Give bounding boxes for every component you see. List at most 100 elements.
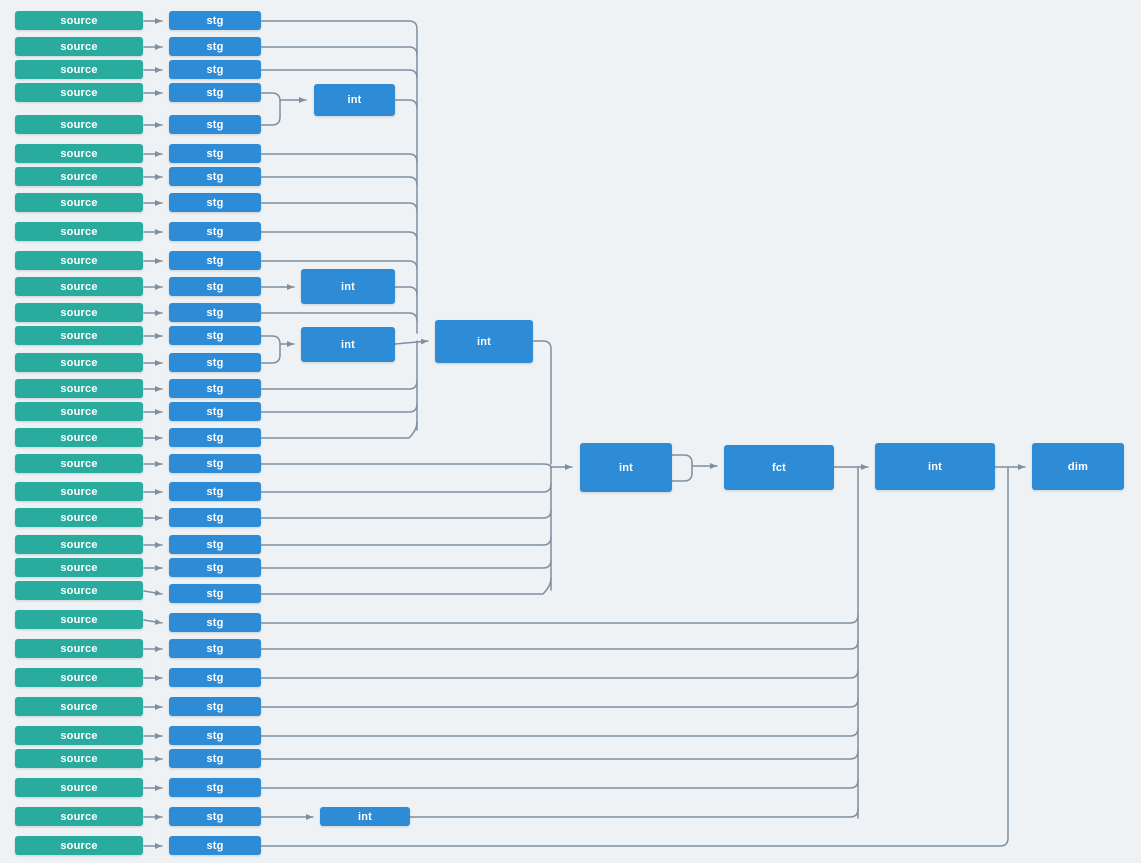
source-node[interactable]: source [15,610,143,629]
staging-node[interactable]: stg [169,454,261,473]
intermediate-node[interactable]: int [301,269,395,304]
staging-node[interactable]: stg [169,83,261,102]
source-node[interactable]: source [15,778,143,797]
staging-node[interactable]: stg [169,11,261,30]
node-label: stg [206,700,224,713]
node-label: stg [206,616,224,629]
source-node[interactable]: source [15,379,143,398]
staging-node[interactable]: stg [169,508,261,527]
staging-node[interactable]: stg [169,379,261,398]
dimension-node[interactable]: dim [1032,443,1124,490]
staging-node[interactable]: stg [169,277,261,296]
source-node[interactable]: source [15,807,143,826]
staging-node[interactable]: stg [169,251,261,270]
source-node[interactable]: source [15,222,143,241]
staging-node[interactable]: stg [169,668,261,687]
staging-node[interactable]: stg [169,584,261,603]
node-label: stg [206,642,224,655]
source-node[interactable]: source [15,144,143,163]
source-node[interactable]: source [15,749,143,768]
source-node[interactable]: source [15,303,143,322]
node-label: source [60,613,98,626]
staging-node[interactable]: stg [169,836,261,855]
source-node[interactable]: source [15,581,143,600]
node-label: source [60,810,98,823]
node-label: source [60,329,98,342]
staging-node[interactable]: stg [169,60,261,79]
intermediate-node[interactable]: int [320,807,410,826]
node-label: stg [206,587,224,600]
staging-node[interactable]: stg [169,428,261,447]
node-label: stg [206,63,224,76]
staging-node[interactable]: stg [169,144,261,163]
staging-node[interactable]: stg [169,778,261,797]
edge-group [143,18,1026,849]
intermediate-node[interactable]: int [435,320,533,363]
node-label: source [60,752,98,765]
node-label: source [60,584,98,597]
source-node[interactable]: source [15,60,143,79]
node-label: stg [206,196,224,209]
source-node[interactable]: source [15,508,143,527]
source-node[interactable]: source [15,726,143,745]
fact-node[interactable]: fct [724,445,834,490]
staging-node[interactable]: stg [169,558,261,577]
staging-node[interactable]: stg [169,115,261,134]
source-node[interactable]: source [15,697,143,716]
source-node[interactable]: source [15,326,143,345]
node-label: stg [206,382,224,395]
source-node[interactable]: source [15,639,143,658]
staging-node[interactable]: stg [169,697,261,716]
source-node[interactable]: source [15,115,143,134]
node-label: source [60,225,98,238]
source-node[interactable]: source [15,454,143,473]
source-node[interactable]: source [15,167,143,186]
staging-node[interactable]: stg [169,326,261,345]
node-label: dim [1067,460,1089,473]
source-node[interactable]: source [15,402,143,421]
source-node[interactable]: source [15,37,143,56]
staging-node[interactable]: stg [169,613,261,632]
node-label: int [476,335,492,348]
source-node[interactable]: source [15,836,143,855]
intermediate-node[interactable]: int [301,327,395,362]
staging-node[interactable]: stg [169,303,261,322]
staging-node[interactable]: stg [169,482,261,501]
node-label: stg [206,170,224,183]
node-label: source [60,538,98,551]
staging-node[interactable]: stg [169,639,261,658]
node-label: source [60,729,98,742]
staging-node[interactable]: stg [169,222,261,241]
source-node[interactable]: source [15,353,143,372]
node-label: source [60,86,98,99]
source-node[interactable]: source [15,558,143,577]
source-node[interactable]: source [15,83,143,102]
staging-node[interactable]: stg [169,37,261,56]
source-node[interactable]: source [15,535,143,554]
staging-node[interactable]: stg [169,167,261,186]
staging-node[interactable]: stg [169,749,261,768]
source-node[interactable]: source [15,428,143,447]
node-label: int [618,461,634,474]
staging-node[interactable]: stg [169,807,261,826]
intermediate-node[interactable]: int [314,84,395,116]
node-label: stg [206,431,224,444]
staging-node[interactable]: stg [169,402,261,421]
intermediate-node[interactable]: int [875,443,995,490]
staging-node[interactable]: stg [169,353,261,372]
source-node[interactable]: source [15,193,143,212]
node-label: int [927,460,943,473]
staging-node[interactable]: stg [169,535,261,554]
node-label: source [60,511,98,524]
node-label: source [60,14,98,27]
intermediate-node[interactable]: int [580,443,672,492]
node-label: source [60,431,98,444]
source-node[interactable]: source [15,668,143,687]
staging-node[interactable]: stg [169,726,261,745]
source-node[interactable]: source [15,11,143,30]
source-node[interactable]: source [15,251,143,270]
source-node[interactable]: source [15,277,143,296]
node-label: stg [206,147,224,160]
staging-node[interactable]: stg [169,193,261,212]
source-node[interactable]: source [15,482,143,501]
